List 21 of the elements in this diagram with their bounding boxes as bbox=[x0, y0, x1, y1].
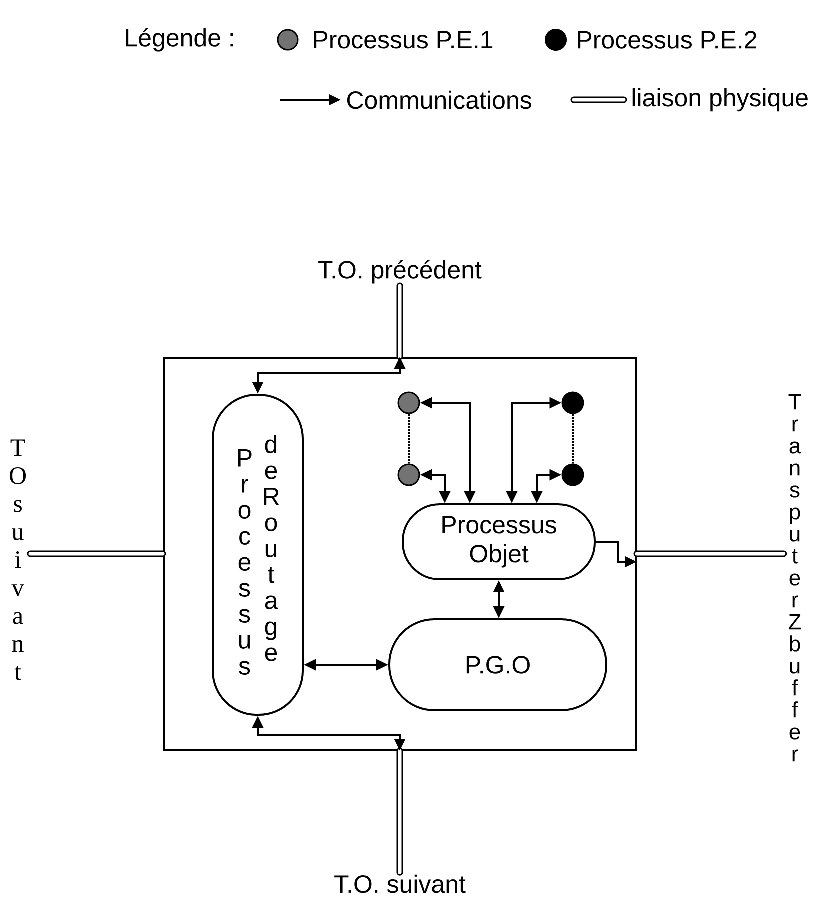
legend-text: liaison physique bbox=[632, 88, 808, 112]
legend-text: Processus P.E.2 bbox=[578, 31, 757, 49]
double-line bbox=[396, 282, 404, 360]
hatched-circle bbox=[398, 392, 420, 414]
legend-title: Légende : bbox=[126, 28, 234, 52]
dotted-line bbox=[572, 414, 574, 464]
legend-text: Communications bbox=[347, 90, 532, 110]
hatched-circle bbox=[398, 464, 420, 486]
side-label: Transputer Zbuffer bbox=[788, 394, 802, 762]
side-label: T.O. suivant bbox=[334, 874, 466, 894]
side-label: T.O. précédent bbox=[318, 260, 482, 284]
outer-box bbox=[163, 357, 637, 751]
double-line bbox=[27, 550, 166, 558]
dotted-line bbox=[408, 414, 410, 464]
double-line bbox=[396, 748, 404, 876]
rounded-box: Processus de Routage bbox=[212, 394, 304, 716]
rounded-box: P.G.O bbox=[388, 618, 608, 712]
side-label: TO suivant bbox=[10, 440, 26, 680]
rounded-box: Processus Objet bbox=[402, 504, 596, 580]
double-line bbox=[634, 550, 788, 558]
legend-text: Processus P.E.1 bbox=[314, 31, 493, 49]
